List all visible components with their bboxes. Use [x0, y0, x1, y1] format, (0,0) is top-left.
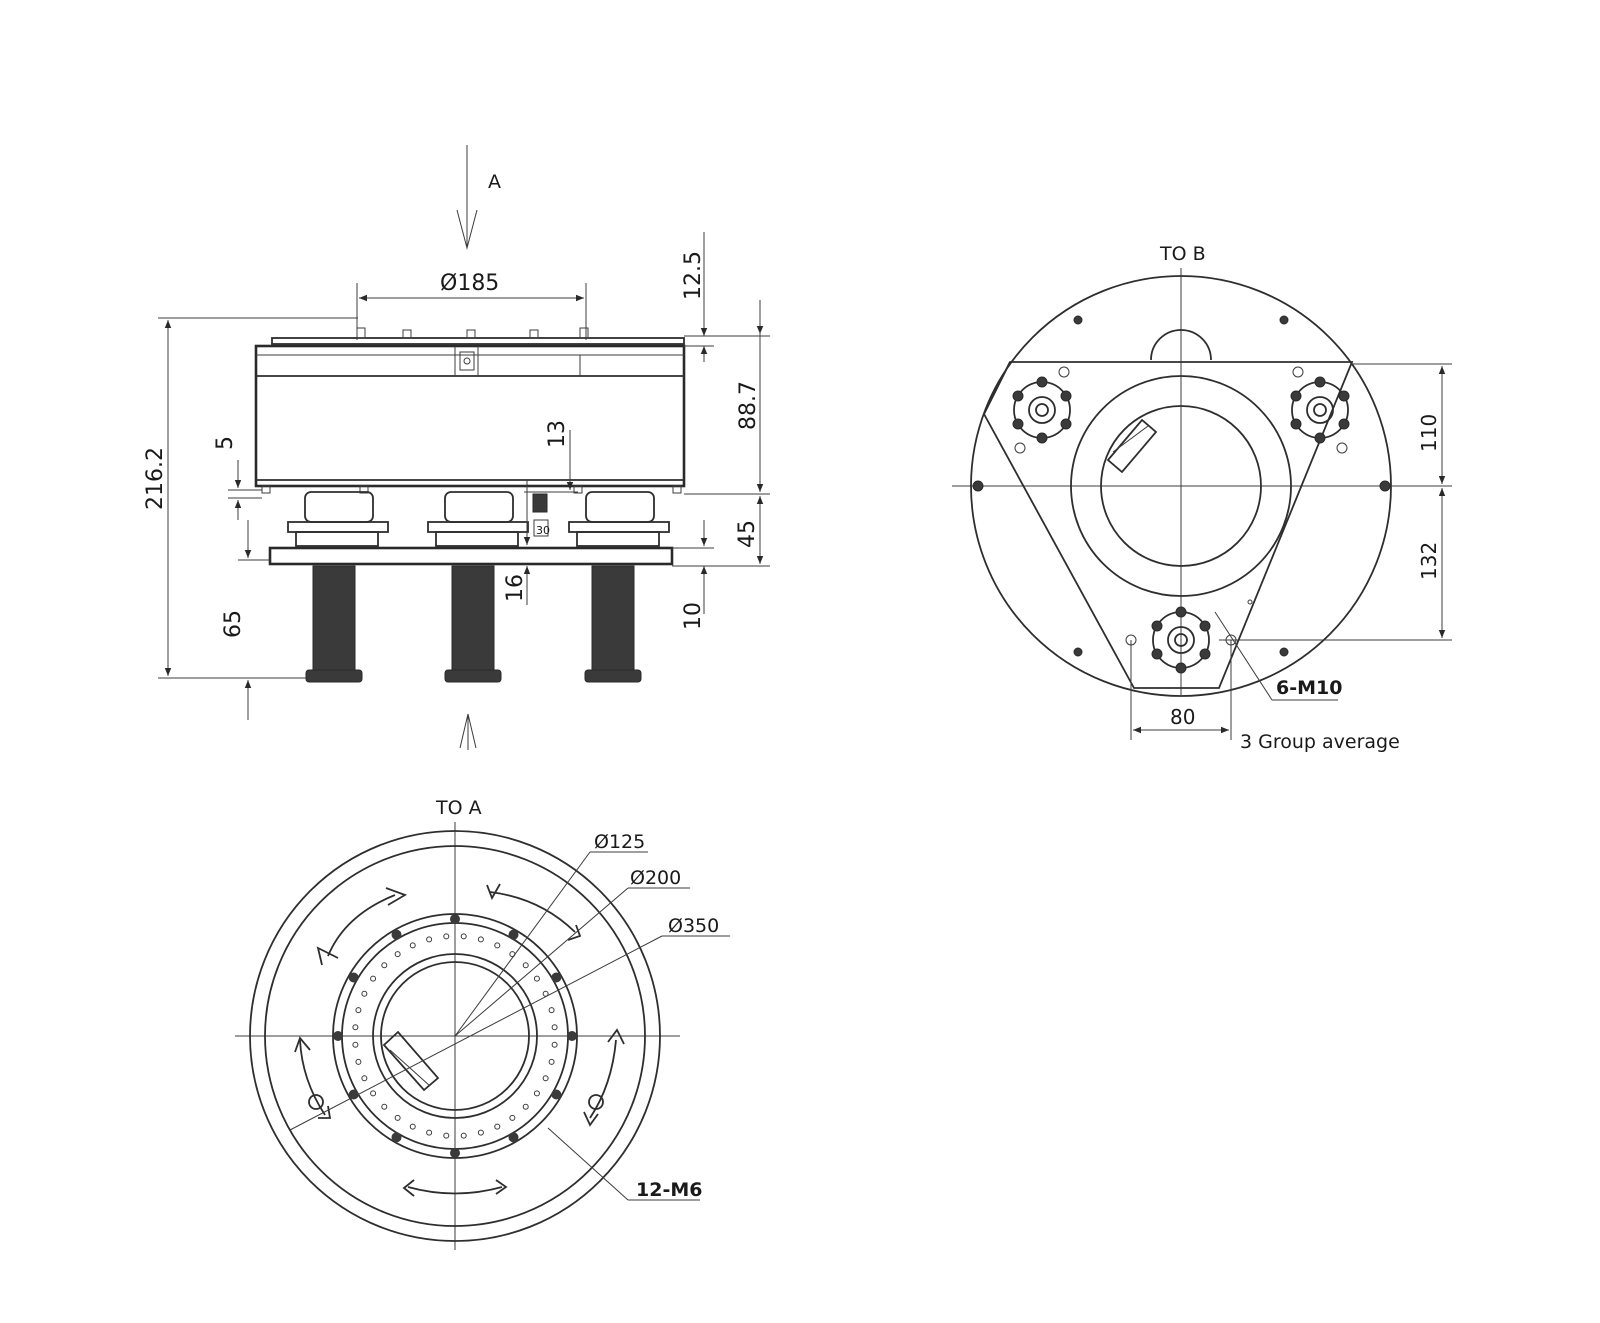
view-a-title: TO A: [435, 797, 482, 819]
ring-hole: [355, 1058, 362, 1065]
ring-hole: [548, 1058, 555, 1065]
ring-hole: [361, 1075, 368, 1082]
ring-hole: [409, 1123, 416, 1130]
ring-hole: [394, 951, 401, 958]
ring-hole: [370, 975, 377, 982]
ring-hole: [355, 1007, 362, 1014]
dim-45-label: 45: [735, 520, 760, 548]
dim-16-label: 16: [503, 574, 528, 602]
ring-hole: [477, 1129, 484, 1136]
bolt-hole: [391, 1132, 402, 1143]
section-arrow-bottom: [459, 713, 477, 750]
connector-right: [568, 491, 670, 547]
ring-hole: [381, 1103, 388, 1110]
ring-hole: [443, 1132, 450, 1139]
ring-hole: [460, 1132, 467, 1139]
dimension-45: 45: [672, 496, 770, 567]
ring-hole: [361, 990, 368, 997]
bolt-hole: [391, 929, 402, 940]
ring-hole: [426, 936, 433, 943]
bore-key: [1106, 418, 1158, 474]
dim-110-label: 110: [1417, 414, 1441, 452]
ring-hole: [551, 1041, 558, 1048]
bolt-hole: [333, 1031, 343, 1041]
section-arrow-top: A: [456, 145, 501, 250]
bolt-hole: [508, 929, 519, 940]
ring-hole: [542, 1075, 549, 1082]
ring-hole: [381, 962, 388, 969]
dimension-80: 80: [1130, 640, 1232, 740]
ring-hole: [352, 1041, 359, 1048]
bolt-hole: [567, 1031, 577, 1041]
rotation-arrows: [294, 883, 625, 1197]
dim-132-label: 132: [1417, 542, 1441, 580]
bolt-hole: [450, 1148, 460, 1158]
dim-12-5-label: 12.5: [681, 251, 706, 300]
ring-hole: [533, 975, 540, 982]
dim-88-7-label: 88.7: [736, 381, 761, 430]
threaded-rods: [305, 565, 642, 683]
dim-30-label: 30: [536, 524, 550, 537]
ring-hole: [460, 933, 467, 940]
bolt-hole: [551, 1089, 562, 1100]
ring-hole: [477, 936, 484, 943]
ring-hole: [352, 1024, 359, 1031]
section-letter-top: A: [488, 171, 501, 193]
ring-hole: [548, 1007, 555, 1014]
dimension-12-5: 12.5: [681, 232, 770, 362]
ring-hole: [551, 1024, 558, 1031]
side-view: A Ø185: [143, 145, 770, 750]
view-b: TO B: [952, 243, 1452, 753]
bolt-hole: [348, 1089, 359, 1100]
diameter-185-dimension: Ø185: [356, 271, 587, 340]
ring-hole: [494, 1123, 501, 1130]
ring-hole: [370, 1090, 377, 1097]
ring-hole: [426, 1129, 433, 1136]
dim-80-label: 80: [1170, 705, 1195, 729]
ring-hole: [409, 942, 416, 949]
ring-hole: [522, 962, 529, 969]
bolt-hole: [551, 972, 562, 983]
dia-200-label: Ø200: [630, 867, 681, 889]
dimension-110-132: 110 132: [1219, 363, 1452, 641]
ring-hole: [494, 942, 501, 949]
thread-label-m10: 6-M10: [1276, 677, 1342, 699]
bolt-hole: [508, 1132, 519, 1143]
dim-65-label: 65: [221, 610, 246, 638]
dimension-216-2: 216.2: [143, 317, 358, 679]
dia-125-label: Ø125: [594, 831, 645, 853]
thread-leader-m10: 6-M10: [1214, 611, 1342, 701]
ring-hole: [533, 1090, 540, 1097]
view-a: TO A: [235, 797, 730, 1250]
thread-label-m6: 12-M6: [636, 1179, 702, 1201]
ring-hole: [509, 1114, 516, 1121]
diameter-leaders: Ø125 Ø200 Ø350 12-M6: [289, 831, 730, 1201]
group-average-note: 3 Group average: [1240, 731, 1400, 753]
dimension-5: 5: [213, 436, 262, 520]
ring-hole: [443, 933, 450, 940]
view-b-title: TO B: [1159, 243, 1206, 265]
flange-right: [1290, 366, 1350, 454]
dim-13-label: 13: [545, 420, 570, 448]
dimension-10: 10: [672, 520, 714, 630]
dim-216-2-label: 216.2: [143, 447, 168, 510]
diameter-185-label: Ø185: [440, 271, 499, 296]
bore-key-a: [382, 1030, 440, 1092]
dimension-88-7: 88.7: [684, 300, 770, 495]
dimension-13: 13: [524, 420, 578, 493]
dimension-16: 16: [503, 480, 531, 605]
bolt-hole: [348, 972, 359, 983]
dimension-65: 65: [221, 520, 306, 720]
bolt-hole-ring: [333, 914, 577, 1158]
flange-left: [1012, 366, 1072, 454]
dia-350-label: Ø350: [668, 915, 719, 937]
connector-left: [287, 491, 389, 547]
dim-5-label: 5: [213, 436, 238, 450]
connector-middle: [427, 491, 529, 547]
ring-hole: [522, 1103, 529, 1110]
dim-10-label: 10: [681, 602, 706, 630]
bolt-hole: [450, 914, 460, 924]
ring-hole: [394, 1114, 401, 1121]
